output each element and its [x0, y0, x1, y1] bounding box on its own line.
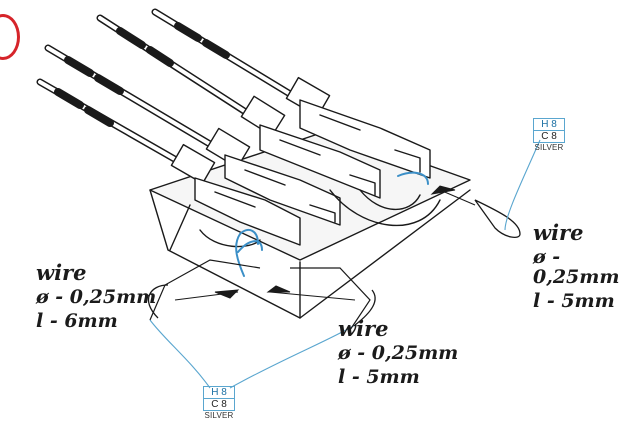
callout-left: wire ø - 0,25mm l - 6mm — [36, 260, 157, 332]
leader-bottom-right — [229, 324, 356, 389]
callout-bottom-word: wire — [338, 316, 389, 341]
wire-bottom-1 — [237, 240, 263, 253]
barrel-4 — [36, 78, 216, 185]
callout-right-diameter: ø - 0,25mm — [533, 246, 620, 288]
paint-badge-bottom-code: H 8 — [204, 387, 234, 399]
paint-badge-top-name: SILVER — [534, 143, 564, 152]
callout-left-word: wire — [36, 260, 87, 285]
callout-bottom-length: l - 5mm — [338, 365, 420, 388]
wire-bottom-2 — [235, 228, 259, 277]
callout-bottom: wire ø - 0,25mm l - 5mm — [338, 316, 459, 388]
wire-sample-left — [147, 284, 169, 319]
wire-sample-right — [474, 199, 521, 239]
arrow-left — [214, 289, 240, 299]
leader-top — [504, 139, 541, 231]
hose-lines — [199, 189, 441, 248]
receiver-blocks — [194, 99, 431, 246]
callout-right: wire ø - 0,25mm l - 5mm — [533, 220, 640, 312]
wire-top — [397, 171, 429, 185]
leader-bottom-left — [149, 319, 211, 389]
paint-badge-bottom-code2: C 8 — [211, 399, 227, 410]
callout-right-length: l - 5mm — [533, 289, 615, 312]
paint-badge-bottom-name: SILVER — [204, 411, 234, 420]
base-plate-edge — [149, 189, 471, 319]
wire-sample-bottom — [354, 289, 376, 326]
callout-bottom-diameter: ø - 0,25mm — [338, 342, 459, 365]
callout-left-length: l - 6mm — [36, 309, 118, 332]
paint-badge-top-code2: C 8 — [541, 131, 557, 142]
barrel-2 — [96, 14, 286, 137]
paint-badge-bottom: H 8 C 8 SILVER — [196, 386, 242, 420]
callout-right-word: wire — [533, 220, 584, 245]
paint-badge-top-box: H 8 C 8 — [533, 118, 565, 143]
barrel-3 — [44, 44, 251, 169]
paint-badge-bottom-box: H 8 C 8 — [203, 386, 235, 411]
callout-left-diameter: ø - 0,25mm — [36, 286, 157, 309]
paint-badge-top-code: H 8 — [534, 119, 564, 131]
arrow-bottom — [266, 285, 291, 293]
paint-badge-top: H 8 C 8 SILVER — [526, 118, 572, 152]
